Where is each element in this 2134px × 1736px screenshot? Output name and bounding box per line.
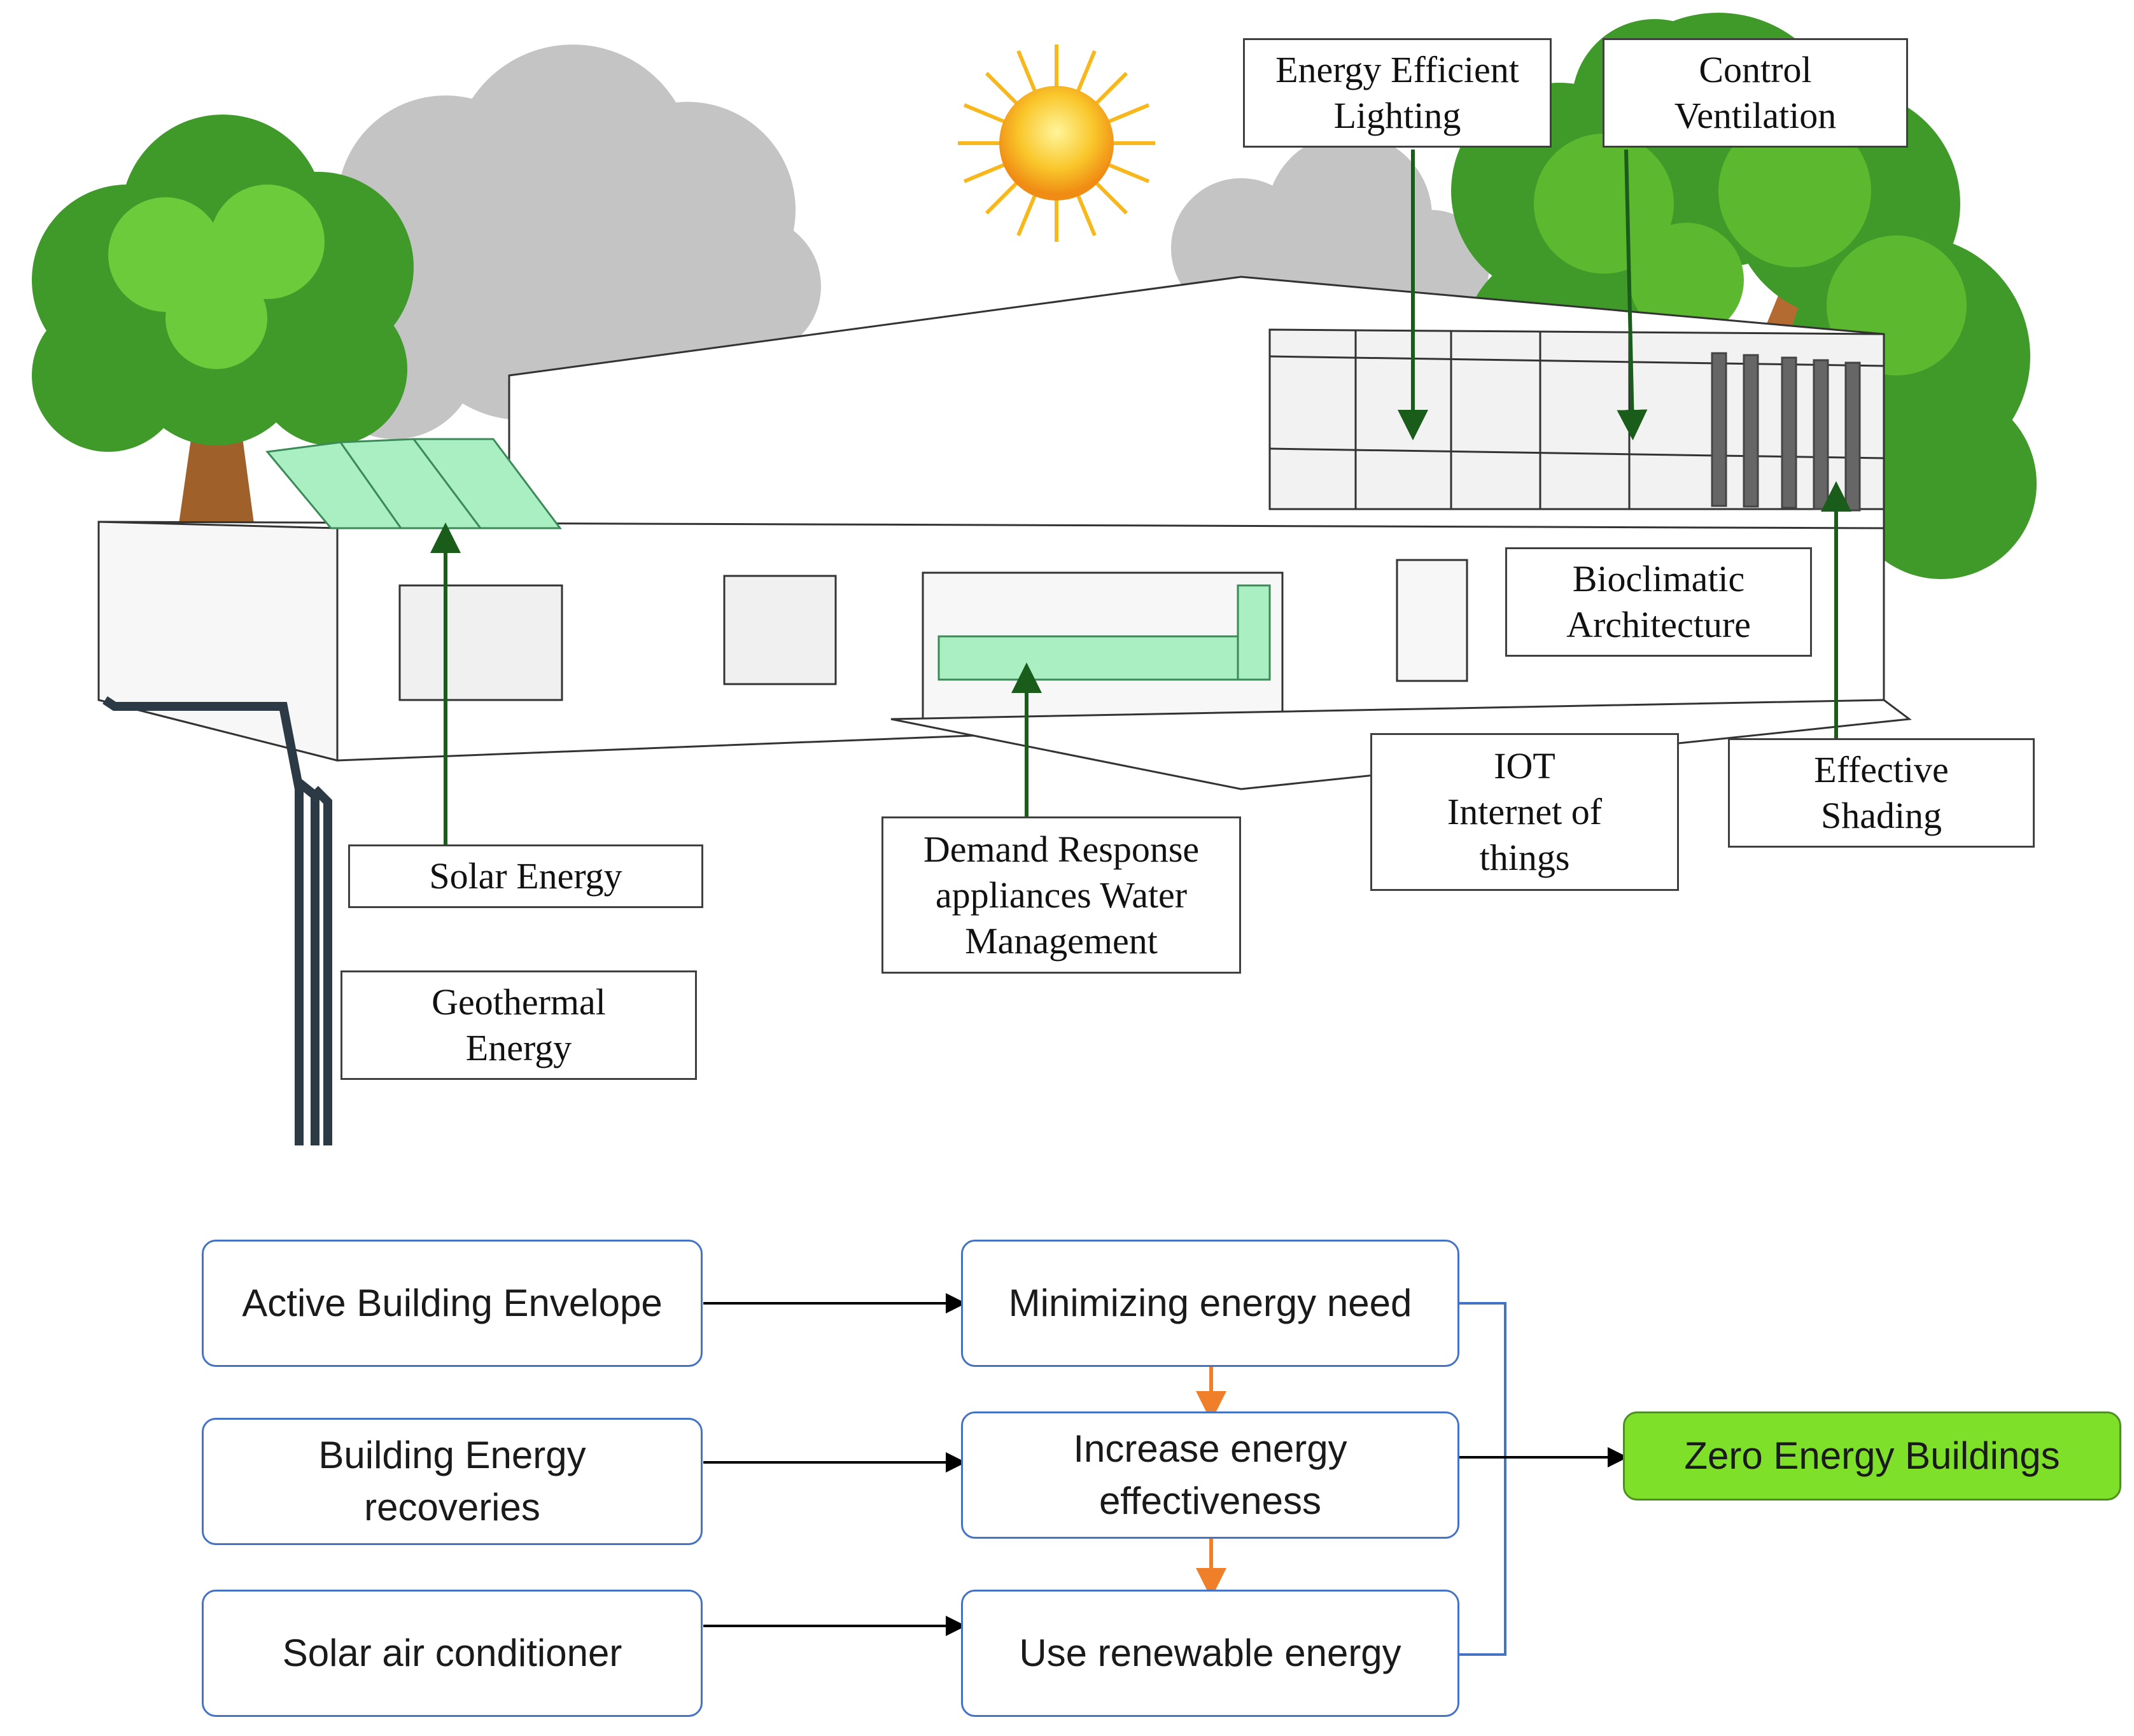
flow-step-use-renewable-energy: Use renewable energy bbox=[961, 1590, 1459, 1717]
callout-arrows bbox=[430, 149, 1851, 846]
geothermal-pipes bbox=[102, 696, 332, 1145]
label-energy-efficient-lighting: Energy Efficient Lighting bbox=[1243, 38, 1552, 148]
flow-input-building-energy-recoveries: Building Energy recoveries bbox=[202, 1418, 703, 1545]
label-effective-shading: Effective Shading bbox=[1728, 738, 2035, 848]
sun-icon bbox=[958, 45, 1155, 242]
label-bioclimatic-architecture: Bioclimatic Architecture bbox=[1505, 547, 1812, 657]
tree-left bbox=[32, 115, 414, 528]
label-demand-response: Demand Response appliances Water Managem… bbox=[881, 816, 1241, 974]
flow-step-increase-energy-effectiveness: Increase energy effectiveness bbox=[961, 1411, 1459, 1539]
label-solar-energy: Solar Energy bbox=[348, 844, 703, 908]
flow-input-active-building-envelope: Active Building Envelope bbox=[202, 1240, 703, 1367]
label-control-ventilation: Control Ventilation bbox=[1603, 38, 1908, 148]
flow-step-minimizing-energy-need: Minimizing energy need bbox=[961, 1240, 1459, 1367]
flow-goal-zero-energy-buildings: Zero Energy Buildings bbox=[1623, 1411, 2121, 1501]
flow-connectors bbox=[703, 1293, 1628, 1656]
building bbox=[97, 276, 1912, 790]
label-geothermal-energy: Geothermal Energy bbox=[340, 970, 697, 1080]
flow-input-solar-air-conditioner: Solar air conditioner bbox=[202, 1590, 703, 1717]
label-iot: IOT Internet of things bbox=[1370, 733, 1679, 891]
